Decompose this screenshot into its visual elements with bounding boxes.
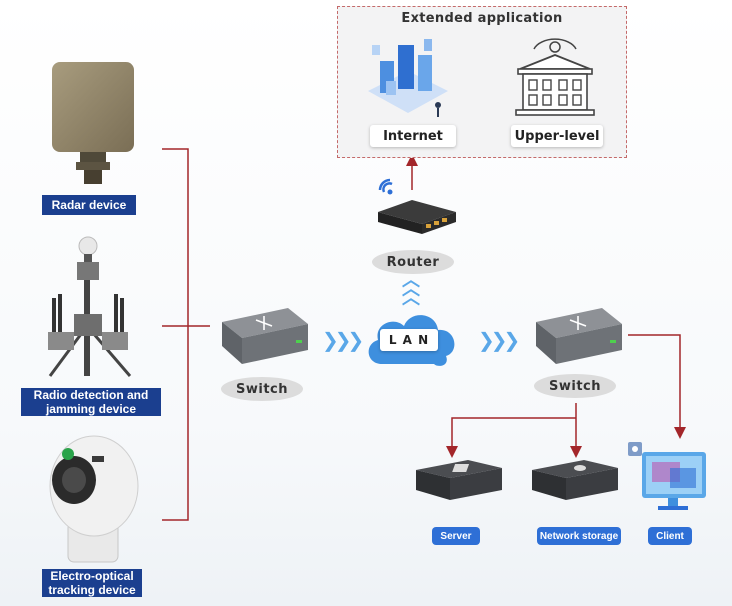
flow-chevrons-left: ❯❯❯: [322, 328, 364, 352]
to-server-arrow: [446, 417, 576, 458]
radio-device-label: Radio detection and jamming device: [21, 388, 161, 416]
router-label: Router: [372, 250, 454, 274]
switch-right-label: Switch: [534, 374, 616, 398]
radar-panel-icon: [52, 62, 134, 184]
router-icon: [378, 200, 456, 234]
building-icon: [515, 38, 595, 116]
flow-chevrons-right: ❯❯❯: [478, 328, 520, 352]
client-monitor-icon: [628, 442, 706, 510]
storage-icon: [532, 460, 618, 500]
flow-chevrons-up: ︿︿︿: [402, 270, 420, 309]
camera-turret-icon: [49, 435, 139, 563]
wifi-icon: [378, 178, 393, 195]
server-label: Server: [432, 527, 480, 545]
city-blocks-icon: [368, 39, 448, 117]
switch-to-client-arrow: [628, 334, 686, 439]
switch-left-label: Switch: [221, 377, 303, 401]
eo-device-label: Electro-optical tracking device: [42, 569, 142, 597]
device-bracket-line: [162, 148, 189, 521]
lan-label: L A N: [380, 329, 438, 351]
client-label: Client: [648, 527, 692, 545]
switch-icon-right: [536, 308, 622, 364]
radio-jammer-icon: [48, 236, 132, 377]
switch-icon: [222, 308, 308, 364]
upper-level-label: Upper-level: [511, 125, 603, 147]
internet-label: Internet: [370, 125, 456, 147]
storage-label: Network storage: [537, 527, 621, 545]
server-icon: [416, 460, 502, 500]
extended-title: Extended application: [401, 11, 563, 26]
extended-application-panel: Extended application Internet Upper-leve…: [337, 6, 627, 158]
radar-device-label: Radar device: [42, 195, 136, 215]
